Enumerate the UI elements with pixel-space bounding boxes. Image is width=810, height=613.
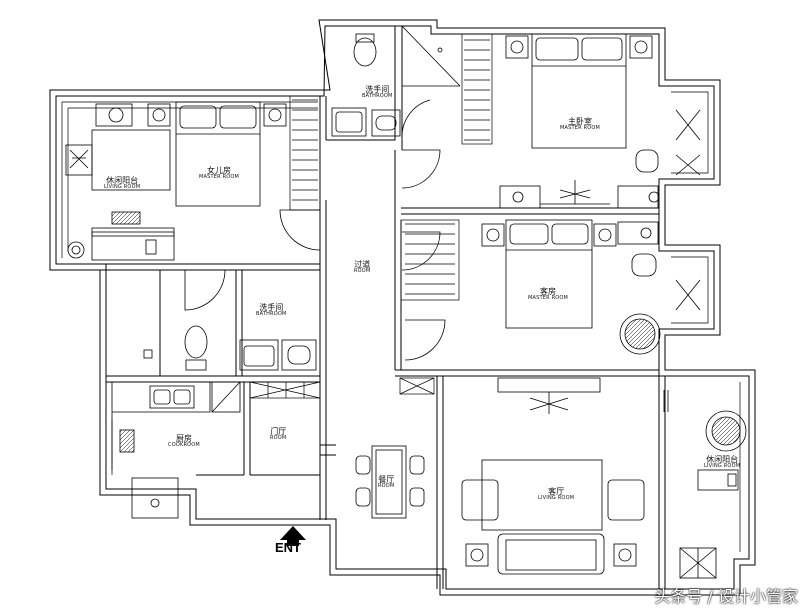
desk xyxy=(65,103,175,261)
room-name: 厨房 xyxy=(175,434,192,443)
room-name: 女儿房 xyxy=(207,166,232,175)
room-name-en: BATHROOM xyxy=(362,93,393,99)
balcony-furniture xyxy=(679,410,747,579)
dining-table xyxy=(355,445,425,519)
kitchen-fixtures xyxy=(111,381,241,519)
interior-walls xyxy=(56,26,666,589)
room-label-bath-left: 洗手间 BATHROOM xyxy=(256,304,287,317)
room-name: 休闲阳台 xyxy=(706,455,739,464)
room-label-corridor: 过道 ROOM xyxy=(354,261,370,274)
master-bed xyxy=(499,33,701,209)
room-name-en: LIVING ROOM xyxy=(538,495,575,501)
doors xyxy=(184,99,446,361)
room-label-leisure: 休闲阳台 LIVING ROOM xyxy=(104,177,140,190)
room-name-en: MASTER ROOM xyxy=(528,295,569,301)
room-label-dining: 餐厅 ROOM xyxy=(378,476,394,489)
bath-top-fixtures xyxy=(331,25,461,137)
room-name: 洗手间 xyxy=(259,303,284,312)
exterior-wall xyxy=(49,19,756,596)
room-name: 休闲阳台 xyxy=(106,176,139,185)
room-label-foyer: 门厅 ROOM xyxy=(270,428,286,441)
room-name: 餐厅 xyxy=(378,475,395,484)
guest-bed xyxy=(481,219,701,355)
entrance-arrow-icon xyxy=(280,526,306,546)
room-name: 主卧室 xyxy=(568,117,593,126)
bath-left-fixtures xyxy=(143,325,317,371)
room-label-balcony: 休闲阳台 LIVING ROOM xyxy=(704,456,740,469)
room-label-master: 主卧室 MASTER ROOM xyxy=(560,118,600,131)
room-name: 客厅 xyxy=(548,487,565,496)
room-name: 洗手间 xyxy=(365,85,390,94)
room-name: 过道 xyxy=(354,260,371,269)
room-label-living: 客厅 LIVING ROOM xyxy=(538,488,574,501)
room-name-en: MASTER ROOM xyxy=(199,174,240,180)
wardrobes xyxy=(249,33,493,399)
room-label-guest: 客房 MASTER ROOM xyxy=(528,288,568,301)
room-name-en: ROOM xyxy=(378,483,395,489)
room-name-en: LIVING ROOM xyxy=(104,184,141,190)
room-name-en: ROOM xyxy=(270,435,287,441)
room-name-en: COOKROOM xyxy=(168,442,200,448)
room-name-en: LIVING ROOM xyxy=(704,463,741,469)
entrance-label: ENT xyxy=(275,540,301,555)
room-name-en: BATHROOM xyxy=(256,311,287,317)
watermark: 头条号 / 设计小管家 xyxy=(654,587,798,606)
room-label-daughter: 女儿房 MASTER ROOM xyxy=(199,167,239,180)
room-name: 客房 xyxy=(540,287,557,296)
room-name-en: MASTER ROOM xyxy=(560,125,601,131)
room-name-en: ROOM xyxy=(354,268,371,274)
daughter-bed xyxy=(147,101,287,207)
room-label-kitchen: 厨房 COOKROOM xyxy=(168,435,200,448)
room-label-bath-top: 洗手间 BATHROOM xyxy=(362,86,393,99)
living-furniture xyxy=(461,377,669,575)
room-name: 门厅 xyxy=(270,427,287,436)
